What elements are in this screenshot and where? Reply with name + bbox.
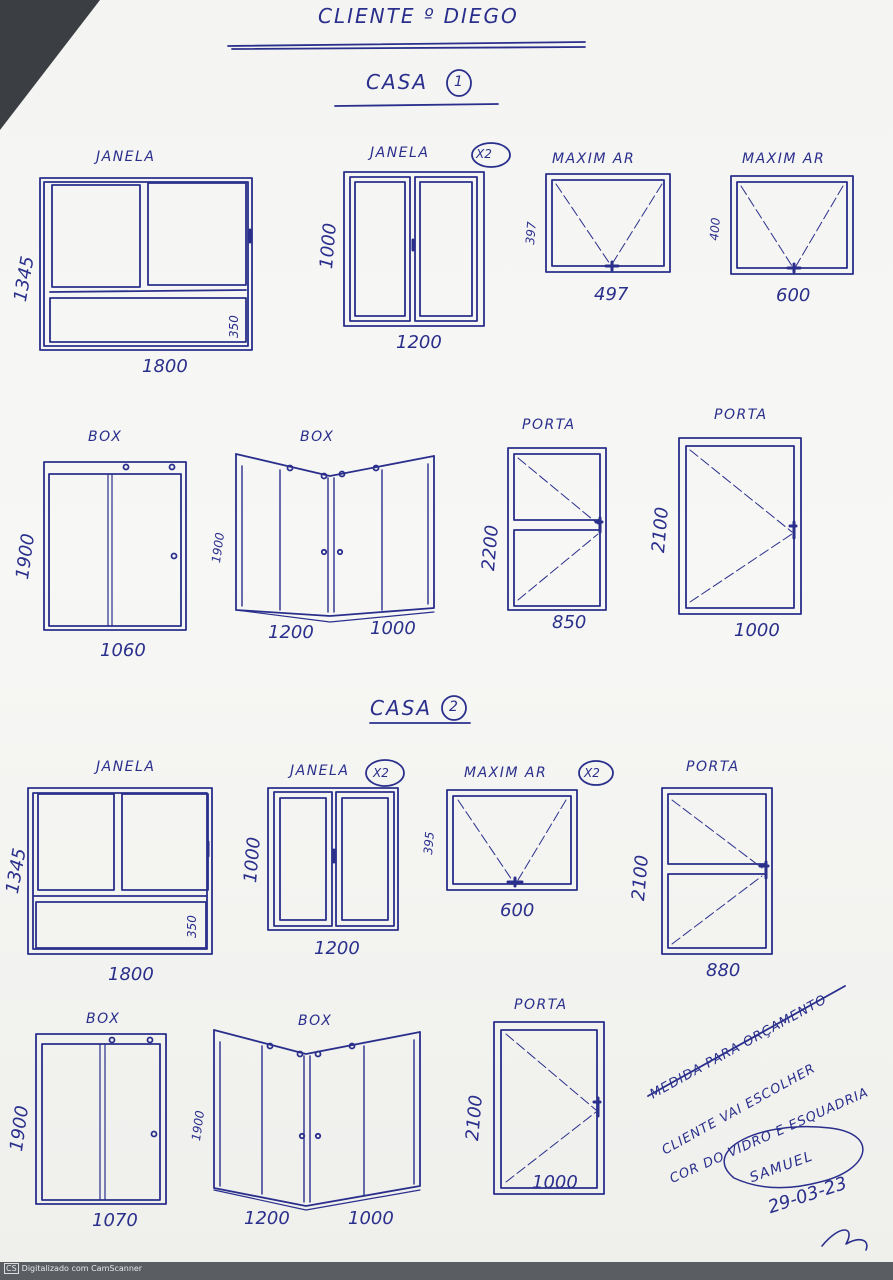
dim-box-1b-width-left: 1200 <box>268 622 314 643</box>
house1-title: CASA <box>366 70 429 94</box>
door-porta-1b <box>678 437 802 615</box>
window-maximar-1b <box>730 175 854 275</box>
dim-janela-pair-2-width: 1200 <box>314 938 360 959</box>
label-porta-2b: PORTA <box>514 997 568 1013</box>
dim-maximar-1b-height: 400 <box>707 217 723 242</box>
label-porta-1b: PORTA <box>714 407 768 423</box>
dim-box-2a-width: 1070 <box>92 1210 138 1231</box>
window-maximar-2 <box>446 789 578 891</box>
qty-janela-pair-1: X2 <box>476 147 492 161</box>
window-maximar-1a <box>545 173 671 273</box>
label-janela-1: JANELA <box>96 149 156 165</box>
label-box-2a: BOX <box>86 1011 121 1027</box>
dim-janela-pair-2-height: 1000 <box>240 836 265 884</box>
dim-janela-1-panel: 350 <box>227 315 241 338</box>
shower-box-1a <box>43 461 187 631</box>
dim-porta-2a-width: 880 <box>706 960 741 981</box>
dim-porta-2b-width: 1000 <box>532 1172 578 1193</box>
house2-title: CASA <box>370 696 433 720</box>
label-janela-pair-1: JANELA <box>370 145 430 161</box>
dim-maximar-1a-height: 397 <box>523 221 539 246</box>
door-porta-2b <box>493 1021 605 1195</box>
label-maximar-2: MAXIM AR <box>464 765 548 781</box>
desk-corner <box>0 0 100 130</box>
window-janela-2 <box>27 787 213 955</box>
dim-janela-pair-1-width: 1200 <box>396 332 442 353</box>
label-janela-pair-2: JANELA <box>290 763 350 779</box>
door-porta-1a <box>507 447 607 611</box>
dim-box-2b-width-right: 1000 <box>348 1208 394 1229</box>
dim-janela-2-panel: 350 <box>185 915 199 938</box>
window-janela-pair-2 <box>267 787 399 931</box>
dim-janela-pair-1-height: 1000 <box>316 222 341 270</box>
dim-janela-1-width: 1800 <box>142 356 188 377</box>
header-underline <box>227 41 586 724</box>
scanner-text: Digitalizado com CamScanner <box>21 1264 143 1273</box>
dim-maximar-1b-width: 600 <box>776 285 811 306</box>
house2-number: 2 <box>449 699 460 715</box>
house1-number: 1 <box>454 74 465 90</box>
shower-box-2a <box>35 1033 167 1205</box>
note-lines <box>647 985 868 1251</box>
label-box-2b: BOX <box>298 1013 333 1029</box>
dim-janela-2-width: 1800 <box>108 964 154 985</box>
door-porta-2a <box>661 787 773 955</box>
dim-porta-2a-height: 2100 <box>628 854 653 902</box>
window-janela-pair-1 <box>343 171 485 327</box>
client-title: CLIENTE º DIEGO <box>318 4 519 28</box>
scanner-footer <box>0 1262 893 1280</box>
label-porta-2a: PORTA <box>686 759 740 775</box>
label-maximar-1a: MAXIM AR <box>552 151 636 167</box>
label-box-1a: BOX <box>88 429 123 445</box>
dim-box-1a-width: 1060 <box>100 640 146 661</box>
label-janela-2: JANELA <box>96 759 156 775</box>
dim-porta-1b-height: 2100 <box>648 506 673 554</box>
dim-porta-2b-height: 2100 <box>462 1094 487 1142</box>
label-maximar-1b: MAXIM AR <box>742 151 826 167</box>
shower-box-1b <box>235 453 435 623</box>
shower-box-2b <box>213 1029 421 1211</box>
dim-box-1b-width-right: 1000 <box>370 618 416 639</box>
qty-maximar-2: X2 <box>584 766 600 780</box>
label-box-1b: BOX <box>300 429 335 445</box>
dim-maximar-1a-width: 497 <box>594 284 629 305</box>
scanner-badge: CS <box>4 1263 19 1274</box>
window-janela-1 <box>39 177 253 351</box>
dim-maximar-2-height: 395 <box>421 831 437 856</box>
dim-box-2b-width-left: 1200 <box>244 1208 290 1229</box>
label-porta-1a: PORTA <box>522 417 576 433</box>
annotation-circles <box>365 69 614 787</box>
dim-porta-1b-width: 1000 <box>734 620 780 641</box>
dim-porta-1a-width: 850 <box>552 612 587 633</box>
dim-maximar-2-width: 600 <box>500 900 535 921</box>
qty-janela-pair-2: X2 <box>373 766 389 780</box>
dim-porta-1a-height: 2200 <box>478 524 503 572</box>
